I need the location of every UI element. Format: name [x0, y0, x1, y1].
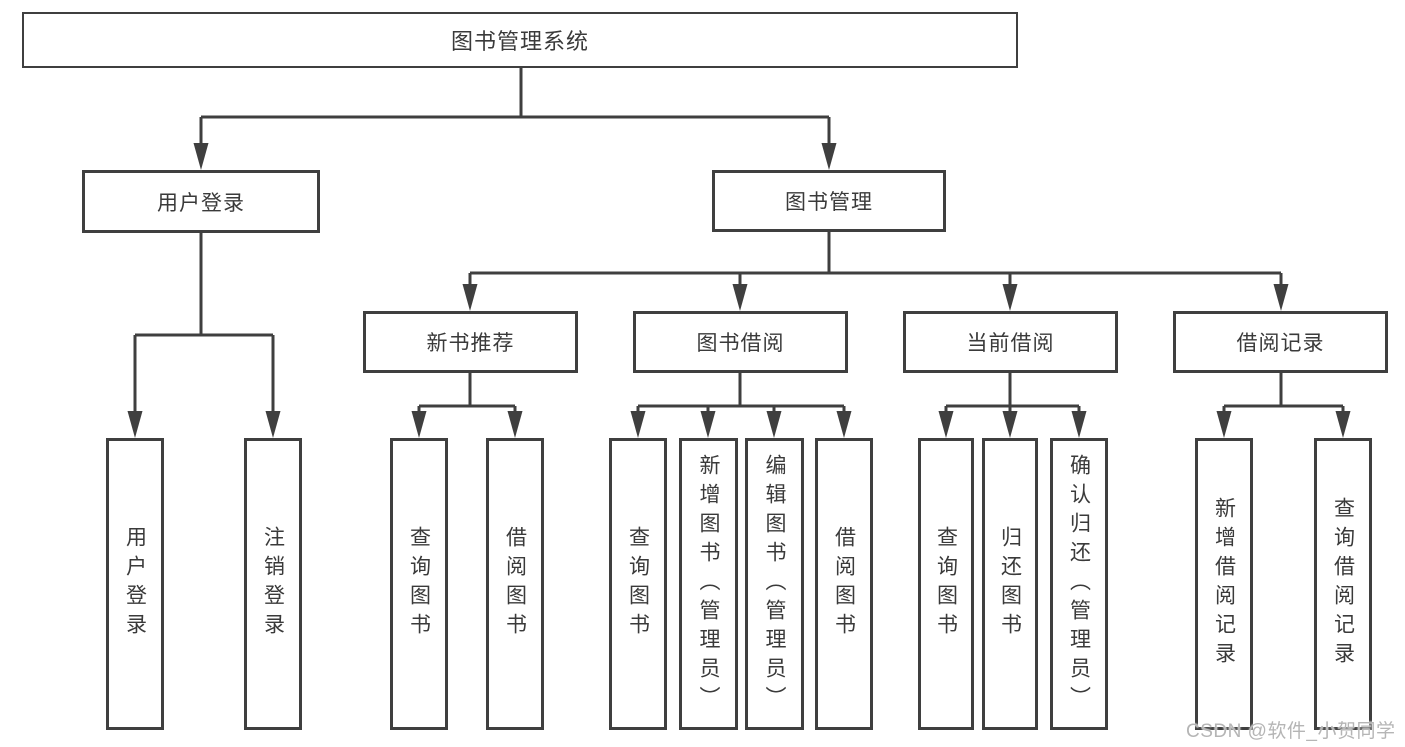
leaf-query-books-recommend-label: 查询图书 [407, 526, 431, 642]
leaf-return-books: 归还图书 [982, 438, 1038, 730]
leaf-add-books-admin: 新增图书（管理员） [679, 438, 738, 730]
node-current-borrowing: 当前借阅 [903, 311, 1118, 373]
connector-borrowing-records-children [1216, 373, 1351, 438]
connector-book-management-children [462, 232, 1289, 311]
leaf-query-books-borrowing-label: 查询图书 [626, 526, 650, 642]
node-borrowing-records: 借阅记录 [1173, 311, 1388, 373]
node-book-management: 图书管理 [712, 170, 946, 232]
node-book-borrowing: 图书借阅 [633, 311, 848, 373]
leaf-add-borrow-record-label: 新增借阅记录 [1212, 497, 1236, 671]
leaf-logout: 注销登录 [244, 438, 302, 730]
leaf-return-books-label: 归还图书 [998, 526, 1022, 642]
node-new-book-recommend: 新书推荐 [363, 311, 578, 373]
leaf-query-books-current-label: 查询图书 [934, 526, 958, 642]
leaf-query-books-borrowing: 查询图书 [609, 438, 667, 730]
leaf-add-books-admin-label: 新增图书（管理员） [697, 453, 720, 715]
connector-new-book-recommend-children [411, 373, 523, 438]
leaf-confirm-return-admin-label: 确认归还（管理员） [1067, 453, 1091, 715]
leaf-query-books-current: 查询图书 [918, 438, 974, 730]
node-book-management-system: 图书管理系统 [22, 12, 1018, 68]
leaf-query-borrow-record: 查询借阅记录 [1314, 438, 1372, 730]
leaf-user-login: 用户登录 [106, 438, 164, 730]
leaf-logout-label: 注销登录 [261, 526, 285, 642]
leaf-borrow-books-label: 借阅图书 [832, 526, 856, 642]
node-user-login: 用户登录 [82, 170, 320, 233]
connector-root-branches [193, 68, 837, 170]
csdn-watermark: CSDN @软件_小贺同学 [1186, 721, 1396, 742]
connector-book-borrowing-children [630, 373, 852, 438]
leaf-add-borrow-record: 新增借阅记录 [1195, 438, 1253, 730]
connector-user-login-children [127, 233, 281, 438]
leaf-edit-books-admin-label: 编辑图书（管理员） [763, 453, 786, 715]
leaf-borrow-books-recommend: 借阅图书 [486, 438, 544, 730]
leaf-confirm-return-admin: 确认归还（管理员） [1050, 438, 1108, 730]
leaf-query-books-recommend: 查询图书 [390, 438, 448, 730]
connector-current-borrowing-children [938, 373, 1087, 438]
leaf-borrow-books-recommend-label: 借阅图书 [503, 526, 527, 642]
leaf-edit-books-admin: 编辑图书（管理员） [745, 438, 804, 730]
leaf-query-borrow-record-label: 查询借阅记录 [1331, 497, 1355, 671]
leaf-user-login-label: 用户登录 [123, 526, 147, 642]
leaf-borrow-books: 借阅图书 [815, 438, 873, 730]
